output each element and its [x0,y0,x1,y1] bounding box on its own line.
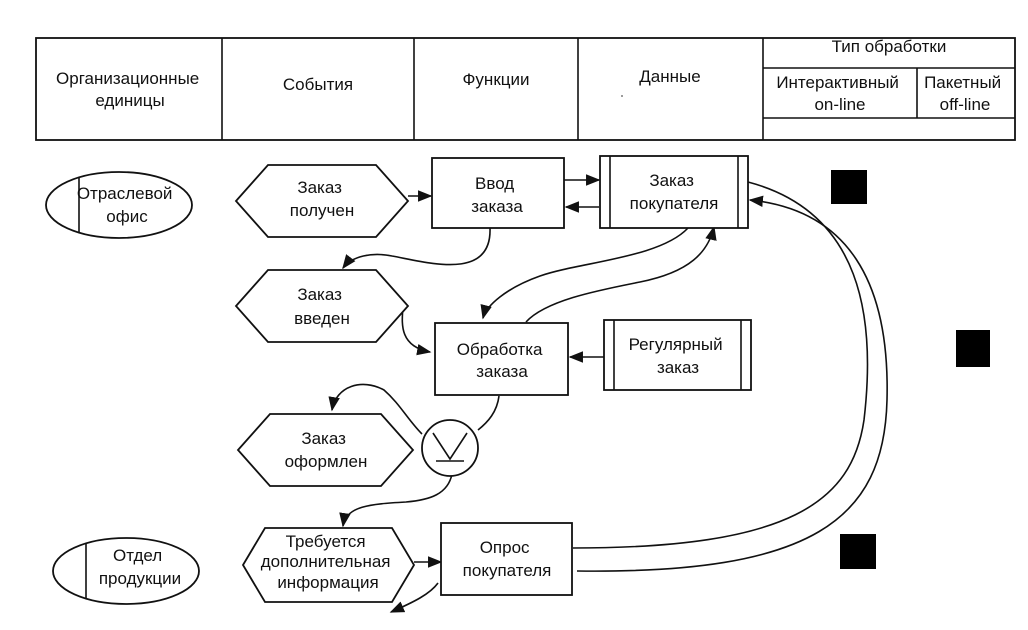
marker-square-online [831,170,867,204]
connector-entered-to-processing [401,305,432,356]
svg-text:Опрос покупателя: Опрос покупателя [463,538,552,580]
event-info-required: Требуется дополнительная информация [241,527,416,603]
connector-xor-to-processed [328,383,423,435]
svg-text:Отраслевой офис: Отраслевой офис [77,184,177,226]
svg-text:Заказ оформлен: Заказ оформлен [285,429,368,471]
header-org-units: Организационные единицы [56,69,204,110]
speck [621,95,623,97]
org-unit-product-department: Отдел продукции [52,537,200,605]
event-order-entered: Заказ введен [234,269,410,343]
header-batch-offline: Пакетный off-line [924,73,1006,114]
header-interactive-online: Интерактивный on-line [776,73,903,114]
data-regular-order: Регулярный заказ [603,319,752,391]
header-events: События [283,75,353,94]
connector-processing-to-xor [477,395,500,431]
connector-order-data-to-query [572,181,869,549]
header-functions: Функции [463,70,530,89]
svg-text:Ввод заказа: Ввод заказа [471,174,523,216]
svg-text:Заказ покупателя: Заказ покупателя [630,171,719,213]
svg-text:Заказ введен: Заказ введен [294,285,350,328]
function-process-order: Обработка заказа [434,322,569,396]
event-order-processed: Заказ оформлен [236,413,415,487]
connector-xor-to-info-required [339,473,453,528]
svg-text:Отдел продукции: Отдел продукции [99,546,181,588]
svg-text:Требуется дополнительная: Требуется дополнительная информация [261,532,396,592]
header-data: Данные [639,67,700,86]
connectors [328,174,888,613]
xor-connector [421,419,479,477]
function-enter-order: Ввод заказа [431,157,565,229]
svg-text:Заказ получен: Заказ получен [290,178,354,220]
data-customer-order: Заказ покупателя [599,155,749,229]
marker-square-online-2 [840,534,876,569]
header-processing-type: Тип обработки [832,37,947,56]
svg-text:Обработка заказа: Обработка заказа [457,340,547,381]
svg-text:Регулярный заказ: Регулярный заказ [629,335,728,377]
header-table: Организационные единицы События Функции … [35,37,1016,141]
marker-square-batch [956,330,990,367]
connector-query-outgoing [389,582,439,613]
event-order-received: Заказ получен [234,164,410,238]
xor-symbol [432,432,468,461]
connector-processing-to-order-data [525,225,717,323]
function-query-customer: Опрос покупателя [440,522,573,596]
connector-entry-to-entered [342,227,491,270]
connector-query-to-order-data [576,195,888,572]
connector-order-data-to-processing [480,227,689,320]
org-unit-branch-office: Отраслевой офис [45,171,193,239]
